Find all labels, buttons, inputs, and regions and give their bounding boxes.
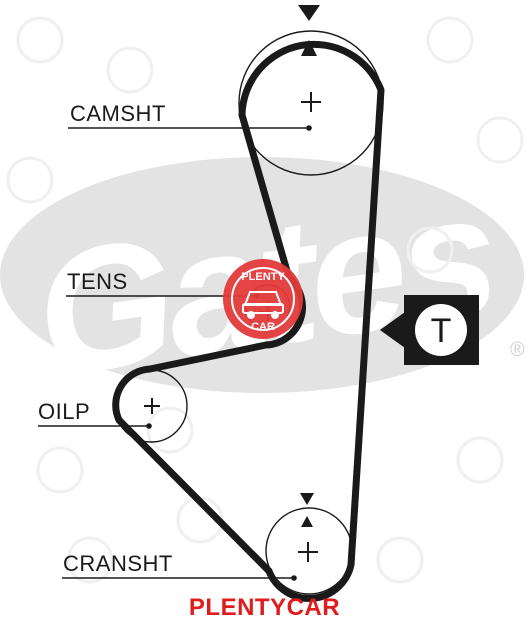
crankshaft-label: CRANSHT — [63, 551, 173, 576]
timing-mark-arrow-icon — [298, 5, 320, 21]
crankshaft-timing-marks — [300, 493, 314, 527]
plus-icon — [144, 398, 160, 414]
timing-mark-arrow-icon — [301, 516, 313, 527]
plus-icon — [301, 92, 321, 112]
timing-mark-arrow-icon — [300, 493, 314, 505]
camshaft-timing-marks — [298, 5, 320, 56]
plentycar-footer-text: PLENTYCAR — [188, 594, 341, 621]
registered-mark: ® — [510, 339, 525, 361]
tensioner-t-icon — [415, 304, 467, 356]
tensioner-label: TENS — [67, 269, 128, 294]
oil-pump-label: OILP — [38, 399, 90, 424]
badge-bottom-text: CAR — [251, 321, 275, 333]
tensioner-marker-arrow — [380, 312, 405, 348]
timing-mark-arrow-icon — [301, 40, 317, 56]
badge-top-text: PLENTY — [241, 271, 285, 283]
plus-icon — [298, 542, 318, 562]
car-icon — [242, 291, 284, 319]
camshaft-label: CAMSHT — [70, 101, 166, 126]
tensioner-marker: T — [380, 295, 479, 365]
timing-belt — [112, 40, 385, 602]
plentycar-badge: PLENTY CAR — [223, 259, 303, 339]
tensioner-marker-letter: T — [431, 312, 452, 350]
